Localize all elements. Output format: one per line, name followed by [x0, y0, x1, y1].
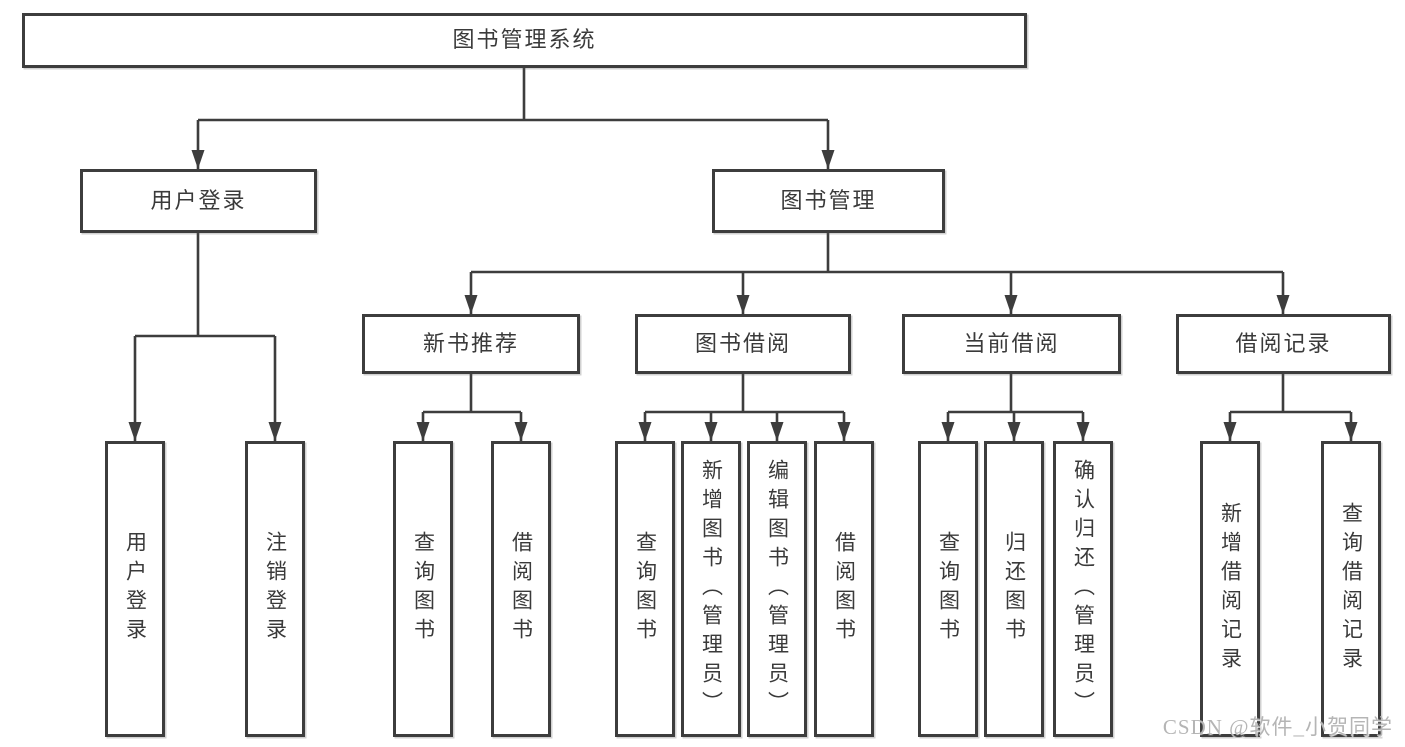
connector-currentborrow-branch	[948, 374, 1083, 414]
leaf-user-login: 用户登录	[105, 441, 165, 737]
node-book-management-label: 图书管理	[780, 187, 877, 213]
connector-bookmgmt-branch	[471, 233, 1283, 274]
node-new-book-recommend-label: 新书推荐	[422, 330, 519, 356]
csdn-watermark: CSDN @软件_小贺同学	[1162, 715, 1393, 739]
leaf-query-borrow-record-label: 查询借阅记录	[1339, 502, 1364, 676]
leaf-query-book-3: 查询图书	[918, 441, 978, 737]
leaf-query-book-2-label: 查询图书	[633, 531, 658, 647]
leaf-logout-label: 注销登录	[263, 531, 288, 647]
node-current-borrow: 当前借阅	[902, 314, 1121, 374]
connector-userlogin-branch	[135, 233, 275, 338]
leaf-borrow-book-2: 借阅图书	[814, 441, 874, 737]
connector-bookborrow-branch	[645, 374, 844, 414]
leaf-query-borrow-record: 查询借阅记录	[1321, 441, 1381, 737]
leaf-return-book-label: 归还图书	[1002, 531, 1027, 647]
node-book-borrow-label: 图书借阅	[694, 330, 791, 356]
leaf-query-book-2: 查询图书	[615, 441, 675, 737]
leaf-borrow-book-1-label: 借阅图书	[509, 531, 534, 647]
node-borrow-records-label: 借阅记录	[1235, 330, 1332, 356]
node-current-borrow-label: 当前借阅	[963, 330, 1060, 356]
leaf-add-book-admin-label: 新增图书（管理员）	[699, 458, 724, 720]
leaf-add-book-admin: 新增图书（管理员）	[681, 441, 741, 737]
node-user-login-label: 用户登录	[150, 187, 247, 213]
connector-root-branch	[198, 68, 828, 122]
leaf-confirm-return-admin: 确认归还（管理员）	[1053, 441, 1113, 737]
node-borrow-records: 借阅记录	[1176, 314, 1391, 374]
leaf-query-book-1: 查询图书	[393, 441, 453, 737]
leaf-add-borrow-record: 新增借阅记录	[1200, 441, 1260, 737]
node-user-login: 用户登录	[80, 169, 317, 233]
leaf-edit-book-admin-label: 编辑图书（管理员）	[765, 458, 790, 720]
leaf-return-book: 归还图书	[984, 441, 1044, 737]
node-new-book-recommend: 新书推荐	[362, 314, 580, 374]
leaf-borrow-book-1: 借阅图书	[491, 441, 551, 737]
node-root-system-label: 图书管理系统	[452, 27, 597, 53]
connector-lines	[128, 68, 1358, 441]
node-book-management: 图书管理	[712, 169, 945, 233]
connector-newbook-branch	[423, 374, 521, 414]
leaf-borrow-book-2-label: 借阅图书	[832, 531, 857, 647]
node-book-borrow: 图书借阅	[635, 314, 851, 374]
leaf-user-login-label: 用户登录	[123, 531, 148, 647]
connector-records-branch	[1230, 374, 1351, 414]
leaf-add-borrow-record-label: 新增借阅记录	[1218, 502, 1243, 676]
leaf-logout: 注销登录	[245, 441, 305, 737]
leaf-confirm-return-admin-label: 确认归还（管理员）	[1071, 458, 1096, 720]
leaf-query-book-3-label: 查询图书	[936, 531, 961, 647]
leaf-edit-book-admin: 编辑图书（管理员）	[747, 441, 807, 737]
leaf-query-book-1-label: 查询图书	[411, 531, 436, 647]
node-root-system: 图书管理系统	[22, 13, 1027, 68]
